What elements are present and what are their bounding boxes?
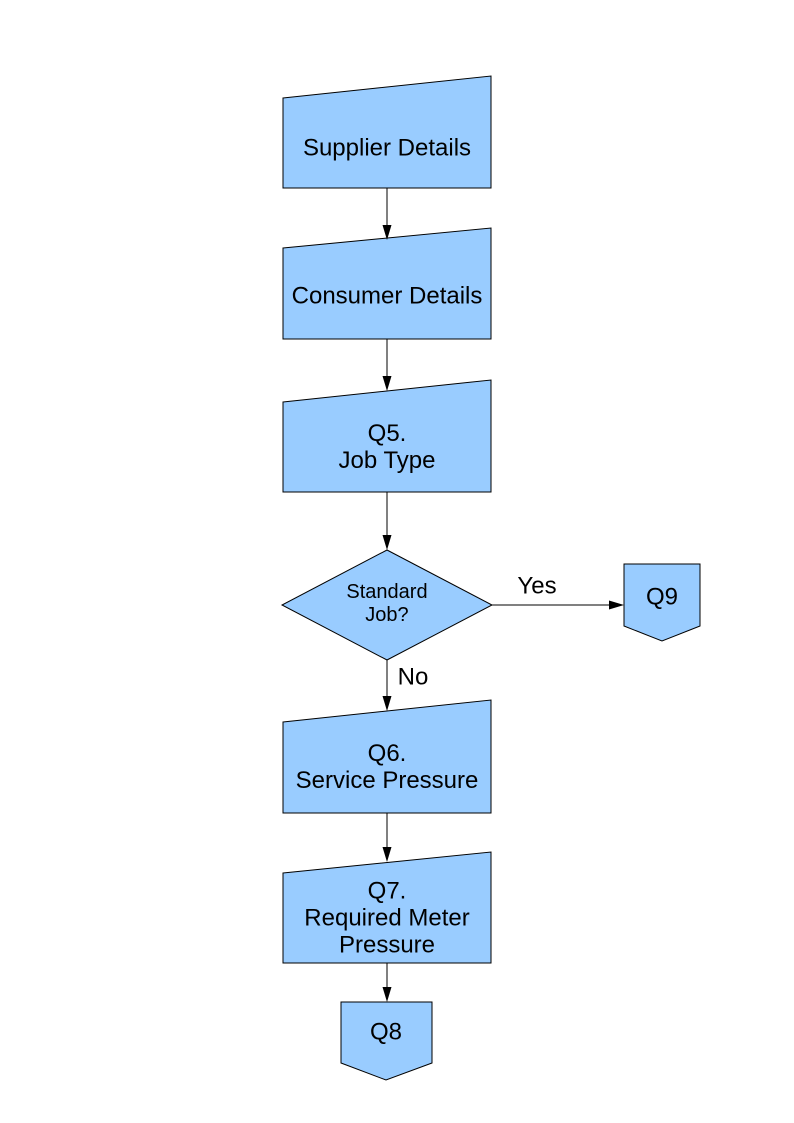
yes-edge-label: Yes xyxy=(517,572,557,600)
q8-offpage-connector-shape xyxy=(340,1001,433,1081)
q6-service-pressure-label: Q6. Service Pressure xyxy=(295,740,479,794)
q7-required-meter-pressure-label: Q7. Required Meter Pressure xyxy=(304,877,470,959)
arrowhead-down-icon xyxy=(382,696,392,711)
arrowhead-down-icon xyxy=(382,847,392,862)
q8-label: Q8 xyxy=(369,1018,403,1046)
arrow-q5-to-decision xyxy=(382,492,392,550)
consumer-details-shape xyxy=(282,227,492,340)
q6-service-pressure-shape xyxy=(282,699,492,814)
arrowhead-down-icon xyxy=(382,987,392,1002)
arrowhead-down-icon xyxy=(382,225,392,240)
standard-job-decision-label: Standard Job? xyxy=(346,581,428,626)
arrow-consumer-to-q5 xyxy=(382,339,392,391)
arrowhead-down-icon xyxy=(382,535,392,550)
no-edge-label: No xyxy=(397,663,429,691)
arrowhead-right-icon xyxy=(609,600,624,610)
q7-required-meter-pressure-shape xyxy=(282,851,492,964)
q9-label: Q9 xyxy=(645,583,679,611)
supplier-details-shape xyxy=(282,75,492,189)
consumer-details-label: Consumer Details xyxy=(291,282,483,310)
q9-offpage-connector-shape xyxy=(623,563,701,642)
arrow-supplier-to-consumer xyxy=(382,188,392,240)
arrow-decision-no-to-q6 xyxy=(382,660,392,711)
q5-job-type-label: Q5. Job Type xyxy=(338,420,436,474)
arrowhead-down-icon xyxy=(382,376,392,391)
arrow-q6-to-q7 xyxy=(382,813,392,862)
supplier-details-label: Supplier Details xyxy=(302,134,472,162)
arrow-q7-to-q8 xyxy=(382,963,392,1002)
arrow-decision-yes-to-q9 xyxy=(492,600,624,610)
q5-job-type-shape xyxy=(282,379,492,493)
